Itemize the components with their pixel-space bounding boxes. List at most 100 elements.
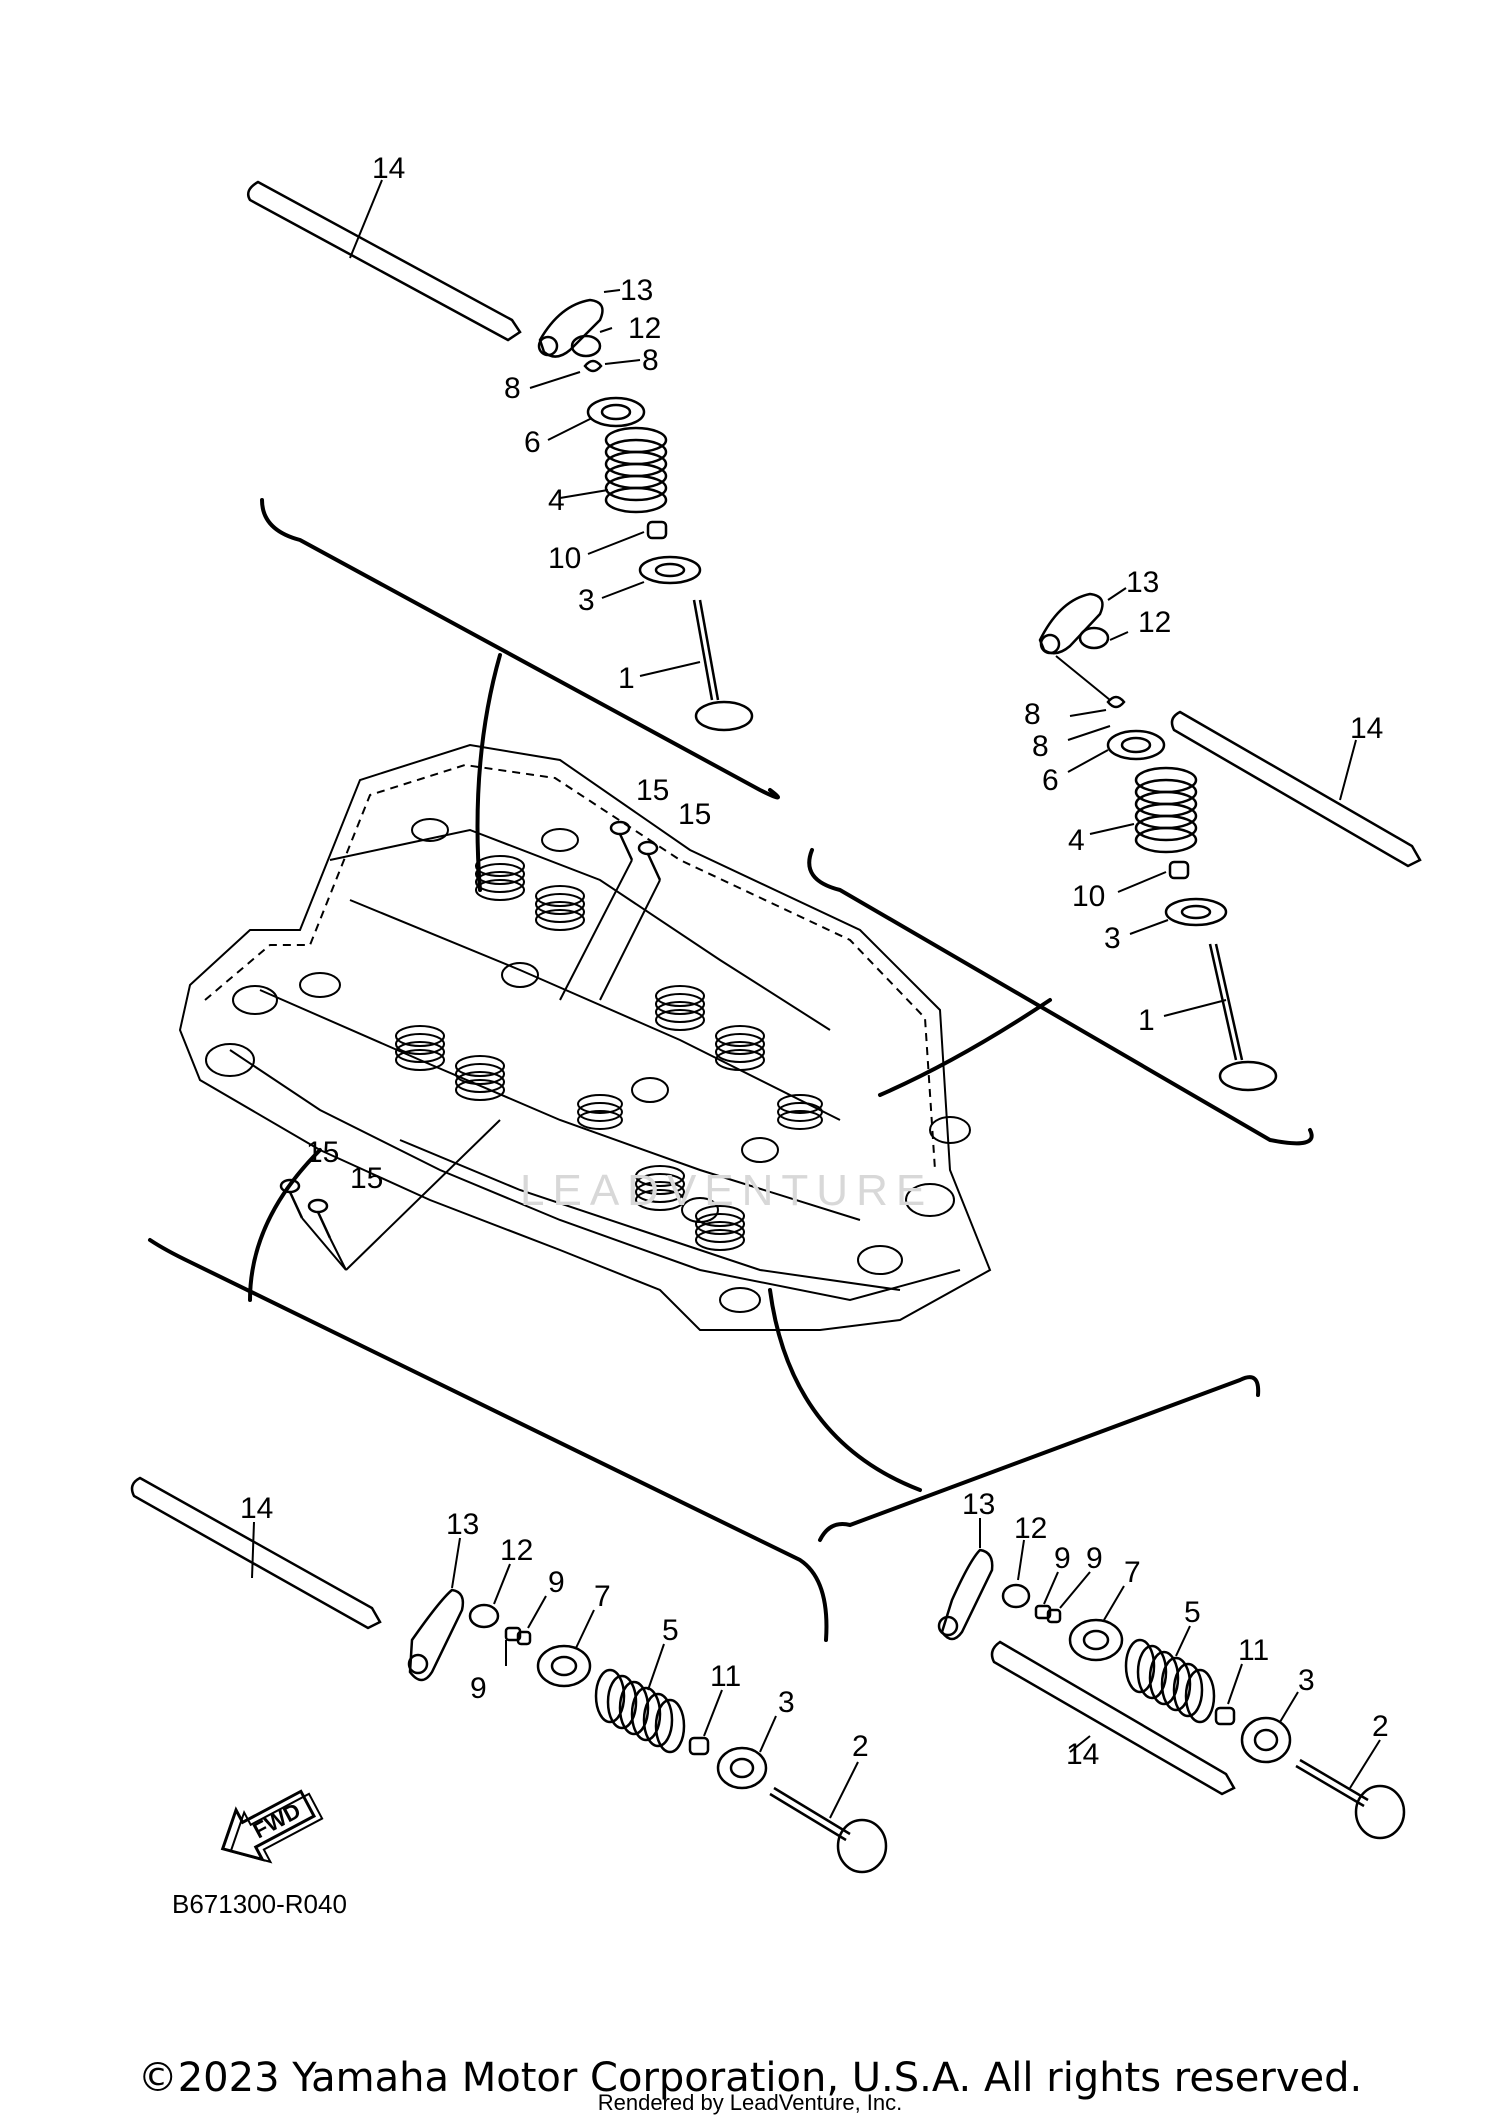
part-15-bolt <box>307 1198 332 1239</box>
head-valve-springs <box>395 855 823 1251</box>
callout-9: 9 <box>470 1672 487 1705</box>
part-12-shim <box>570 334 602 358</box>
part-9-cotter <box>504 1626 532 1646</box>
callout-9: 9 <box>1054 1542 1071 1575</box>
callout-4: 4 <box>1068 824 1085 857</box>
part-9-cotter <box>1034 1604 1062 1624</box>
callout-12: 12 <box>1014 1512 1047 1545</box>
callout-3: 3 <box>1104 922 1121 955</box>
callout-14: 14 <box>240 1492 273 1525</box>
part-11-stem-seal <box>1214 1706 1236 1726</box>
part-12-shim <box>1078 626 1110 650</box>
part-13-rocker-arm <box>538 298 604 358</box>
callout-15: 15 <box>636 774 669 807</box>
part-15-bolt <box>637 840 662 881</box>
part-12-shim <box>468 1603 500 1629</box>
callout-6: 6 <box>524 426 541 459</box>
section-lines <box>148 498 1314 1642</box>
part-15-bolt <box>279 1178 304 1219</box>
fwd-arrow-icon: FWD <box>220 1789 324 1864</box>
callout-13: 13 <box>620 274 653 307</box>
cylinder-head <box>178 743 992 1331</box>
callout-12: 12 <box>628 312 661 345</box>
callout-14: 14 <box>372 152 405 185</box>
callout-13: 13 <box>962 1488 995 1521</box>
group-middle-right-labels: 13 12 8 8 6 14 4 10 3 1 <box>1024 566 1383 1037</box>
part-1-intake-valve <box>1208 943 1278 1092</box>
part-15-bolt <box>609 820 634 861</box>
callout-3: 3 <box>578 584 595 617</box>
callout-1: 1 <box>1138 1004 1155 1037</box>
callout-4: 4 <box>548 484 565 517</box>
part-13-rocker-arm <box>1038 592 1104 655</box>
group-bottom-right-labels: 13 12 9 9 7 5 11 3 2 14 <box>962 1488 1389 1771</box>
part-6-retainer <box>1106 729 1166 761</box>
watermark: LEADVENTURE <box>520 1166 933 1215</box>
group-middle-right <box>1038 587 1422 1092</box>
callout-15: 15 <box>350 1162 383 1195</box>
part-8-cotter <box>583 359 603 373</box>
part-4-spring <box>1134 766 1198 854</box>
group-bottom-right <box>937 1518 1406 1840</box>
part-1-intake-valve <box>692 599 754 732</box>
callout-2: 2 <box>1372 1710 1389 1743</box>
bolts-15-labels: 15 15 15 15 <box>306 774 711 1195</box>
part-10-stem-seal <box>646 520 668 540</box>
callout-9: 9 <box>548 1566 565 1599</box>
callout-14: 14 <box>1066 1738 1099 1771</box>
part-8-cotter <box>1106 695 1126 709</box>
callout-15: 15 <box>678 798 711 831</box>
callout-8: 8 <box>642 344 659 377</box>
drawing-code: B671300-R040 <box>172 1889 347 1919</box>
callout-1: 1 <box>618 662 635 695</box>
callout-11: 11 <box>710 1660 741 1693</box>
callout-12: 12 <box>500 1534 533 1567</box>
part-3-spring-seat <box>1240 1716 1292 1764</box>
callout-11: 11 <box>1238 1634 1269 1667</box>
part-11-stem-seal <box>688 1736 710 1756</box>
callout-6: 6 <box>1042 764 1059 797</box>
group-bottom-left-labels: 14 13 12 9 9 7 5 11 3 2 <box>240 1492 869 1763</box>
callout-13: 13 <box>1126 566 1159 599</box>
callout-9: 9 <box>1086 1542 1103 1575</box>
callout-7: 7 <box>594 1580 611 1613</box>
part-10-stem-seal <box>1168 860 1190 880</box>
callout-14: 14 <box>1350 712 1383 745</box>
part-2-exhaust-valve <box>1295 1758 1406 1840</box>
part-7-retainer <box>536 1644 592 1688</box>
rendered-by-credit: Rendered by LeadVenture, Inc. <box>597 2090 903 2115</box>
callout-8: 8 <box>504 372 521 405</box>
group-top-left <box>247 179 754 732</box>
part-4-spring <box>604 426 668 514</box>
part-14-rocker-shaft <box>130 1476 382 1630</box>
part-5-spring <box>1124 1638 1216 1724</box>
part-3-spring-seat <box>716 1746 768 1790</box>
group-bottom-left <box>130 1476 888 1874</box>
part-13-rocker-arm <box>940 1548 994 1641</box>
copyright-notice: ©2023 Yamaha Motor Corporation, U.S.A. A… <box>137 2055 1363 2101</box>
part-5-spring <box>594 1668 686 1754</box>
part-13-rocker-arm <box>408 1588 465 1682</box>
callout-13: 13 <box>446 1508 479 1541</box>
callout-5: 5 <box>1184 1596 1201 1629</box>
callout-15: 15 <box>306 1136 339 1169</box>
callout-12: 12 <box>1138 606 1171 639</box>
part-7-retainer <box>1068 1618 1124 1662</box>
callout-8: 8 <box>1024 698 1041 731</box>
part-14-rocker-shaft <box>247 180 522 342</box>
part-3-spring-seat <box>638 555 702 585</box>
part-14-rocker-shaft <box>990 1640 1236 1796</box>
callout-5: 5 <box>662 1614 679 1647</box>
callout-3: 3 <box>1298 1664 1315 1697</box>
bolts-15 <box>279 820 662 1271</box>
part-12-shim <box>1001 1583 1031 1609</box>
part-14-rocker-shaft <box>1170 710 1422 868</box>
callout-2: 2 <box>852 1730 869 1763</box>
group-top-left-labels: 14 13 12 8 8 6 4 10 3 1 <box>372 152 661 695</box>
callout-3: 3 <box>778 1686 795 1719</box>
part-2-exhaust-valve <box>769 1786 888 1874</box>
callout-8: 8 <box>1032 730 1049 763</box>
callout-10: 10 <box>1072 880 1105 913</box>
part-6-retainer <box>586 396 646 428</box>
